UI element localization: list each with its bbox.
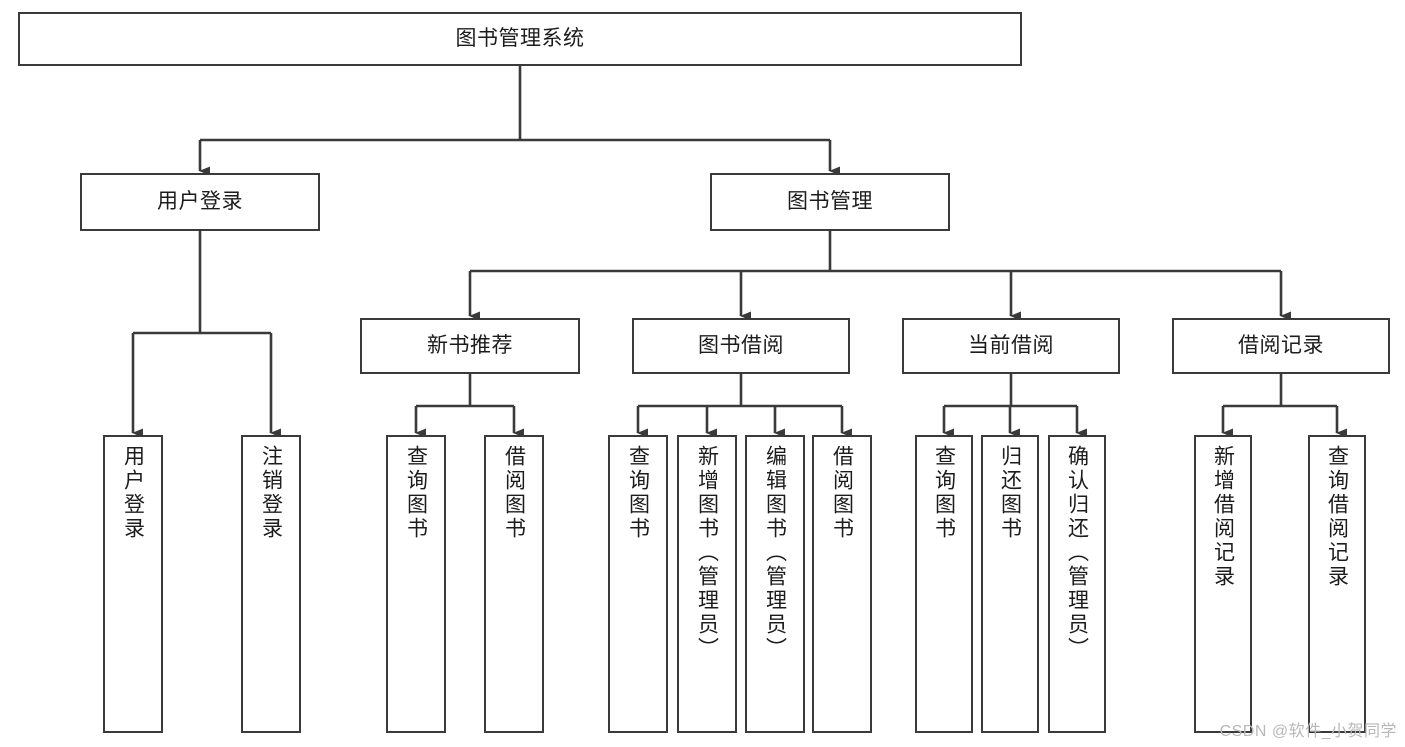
node-label: 当前借阅 xyxy=(968,333,1054,357)
node-label: 注销登录 xyxy=(259,445,283,541)
node-book-management[interactable]: 图书管理 xyxy=(710,173,950,231)
node-label: 新书推荐 xyxy=(427,333,513,357)
node-label: 查询图书 xyxy=(404,445,428,541)
edge-group xyxy=(131,66,1347,438)
node-label: 用户登录 xyxy=(157,189,243,213)
node-leaf-query-book-1[interactable]: 查询图书 xyxy=(386,435,446,733)
node-label: 图书管理 xyxy=(787,189,873,213)
node-label: 图书借阅 xyxy=(698,333,784,357)
node-label: 借阅图书 xyxy=(830,445,854,541)
node-book-borrow[interactable]: 图书借阅 xyxy=(632,318,850,374)
node-label: 图书管理系统 xyxy=(455,26,585,50)
node-leaf-query-book-2[interactable]: 查询图书 xyxy=(608,435,668,733)
node-leaf-user-login[interactable]: 用户登录 xyxy=(103,435,163,733)
node-leaf-logout[interactable]: 注销登录 xyxy=(241,435,301,733)
node-label: 借阅记录 xyxy=(1238,333,1324,357)
node-user-login[interactable]: 用户登录 xyxy=(80,173,320,231)
node-new-book-recommend[interactable]: 新书推荐 xyxy=(360,318,580,374)
node-label: 新增借阅记录 xyxy=(1211,445,1235,589)
node-borrow-record[interactable]: 借阅记录 xyxy=(1172,318,1390,374)
node-label: 编辑图书（管理员） xyxy=(763,445,787,661)
node-leaf-add-borrow-record[interactable]: 新增借阅记录 xyxy=(1194,435,1252,733)
node-leaf-query-book-3[interactable]: 查询图书 xyxy=(915,435,973,733)
node-leaf-add-book[interactable]: 新增图书（管理员） xyxy=(677,435,737,733)
node-leaf-edit-book[interactable]: 编辑图书（管理员） xyxy=(745,435,805,733)
node-label: 借阅图书 xyxy=(502,445,526,541)
node-current-borrow[interactable]: 当前借阅 xyxy=(902,318,1120,374)
node-label: 查询借阅记录 xyxy=(1325,445,1349,589)
node-leaf-borrow-book-1[interactable]: 借阅图书 xyxy=(484,435,544,733)
node-label: 查询图书 xyxy=(932,445,956,541)
node-label: 新增图书（管理员） xyxy=(695,445,719,661)
node-leaf-return-book[interactable]: 归还图书 xyxy=(981,435,1039,733)
node-label: 查询图书 xyxy=(626,445,650,541)
node-root[interactable]: 图书管理系统 xyxy=(18,12,1022,66)
watermark: CSDN @软件_小贺同学 xyxy=(1219,723,1397,740)
node-label: 确认归还（管理员） xyxy=(1065,445,1089,661)
node-leaf-query-borrow-record[interactable]: 查询借阅记录 xyxy=(1308,435,1366,733)
node-leaf-confirm-return[interactable]: 确认归还（管理员） xyxy=(1048,435,1106,733)
node-label: 用户登录 xyxy=(121,445,145,541)
node-label: 归还图书 xyxy=(998,445,1022,541)
node-leaf-borrow-book-2[interactable]: 借阅图书 xyxy=(812,435,872,733)
